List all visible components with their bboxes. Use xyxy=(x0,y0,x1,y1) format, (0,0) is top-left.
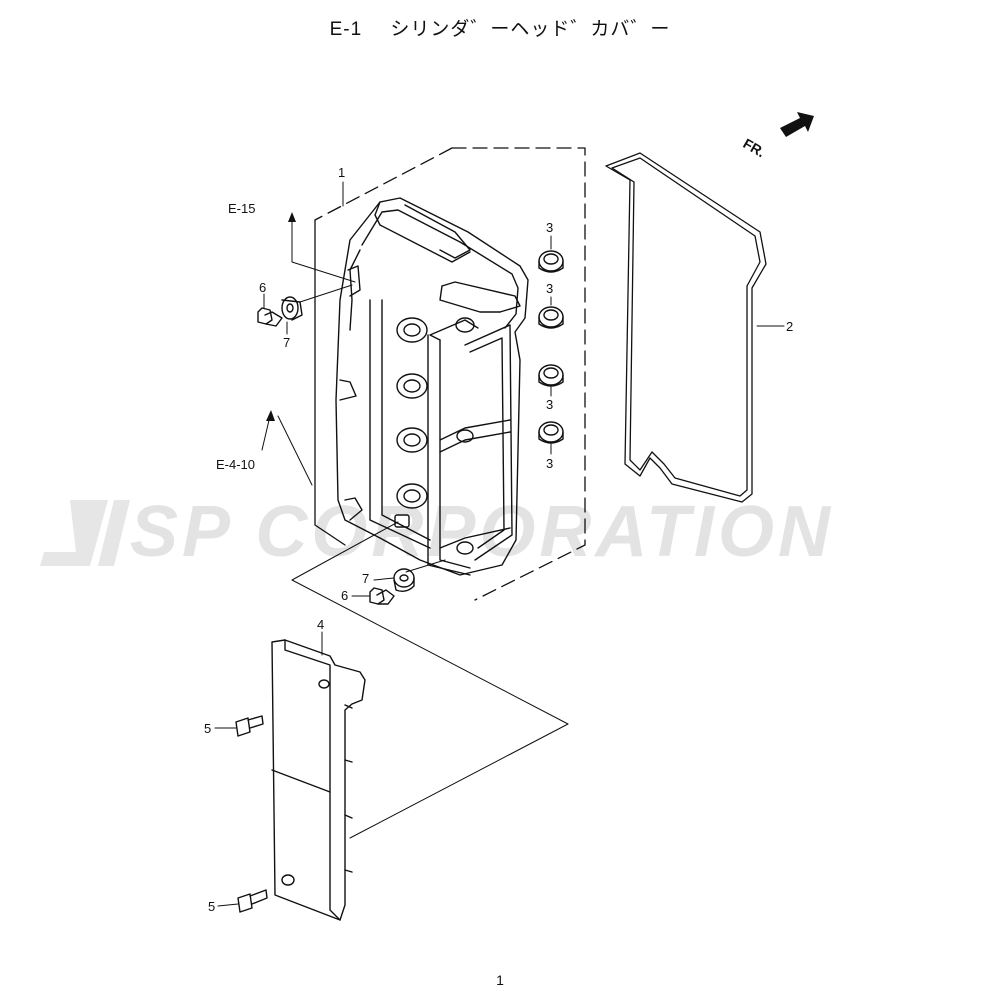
reference-e-15[interactable]: E-15 xyxy=(228,201,256,216)
callout-part-7-b[interactable]: 7 xyxy=(362,571,370,586)
callout-part-3-a[interactable]: 3 xyxy=(546,220,554,235)
front-direction-arrow xyxy=(780,112,814,137)
lower-fastener xyxy=(369,568,415,605)
upper-fastener xyxy=(257,296,303,327)
cover-plate xyxy=(271,639,366,921)
callout-part-5-b[interactable]: 5 xyxy=(208,899,216,914)
callout-part-5-a[interactable]: 5 xyxy=(204,721,212,736)
callout-part-4[interactable]: 4 xyxy=(317,617,325,632)
watermark-logo xyxy=(40,500,130,566)
leader-lines xyxy=(214,181,785,907)
callout-part-7-a[interactable]: 7 xyxy=(283,335,291,350)
section-code: E-1 xyxy=(329,19,363,40)
callout-part-6-b[interactable]: 6 xyxy=(341,588,349,603)
callout-part-1[interactable]: 1 xyxy=(338,165,346,180)
callout-part-2[interactable]: 2 xyxy=(786,319,794,334)
reference-e-4-10[interactable]: E-4-10 xyxy=(216,457,256,472)
bolts xyxy=(235,715,268,913)
assembly-frame-left xyxy=(314,219,346,546)
cylinder-head-cover xyxy=(335,197,529,576)
cover-gasket xyxy=(605,152,767,503)
assembly-frame xyxy=(314,147,586,601)
callout-part-3-b[interactable]: 3 xyxy=(546,281,554,296)
callout-part-6-a[interactable]: 6 xyxy=(259,280,267,295)
section-name: シリンダ゛ーヘッド゛カバ゛ー xyxy=(390,19,671,40)
spark-plug-seals xyxy=(538,250,564,444)
plug-holes xyxy=(396,317,475,555)
diagram-title: E-1 シリンダ゛ーヘッド゛カバ゛ー xyxy=(0,14,1000,41)
callout-part-3-d[interactable]: 3 xyxy=(546,456,554,471)
page-number: 1 xyxy=(496,972,504,988)
callout-part-3-c[interactable]: 3 xyxy=(546,397,554,412)
